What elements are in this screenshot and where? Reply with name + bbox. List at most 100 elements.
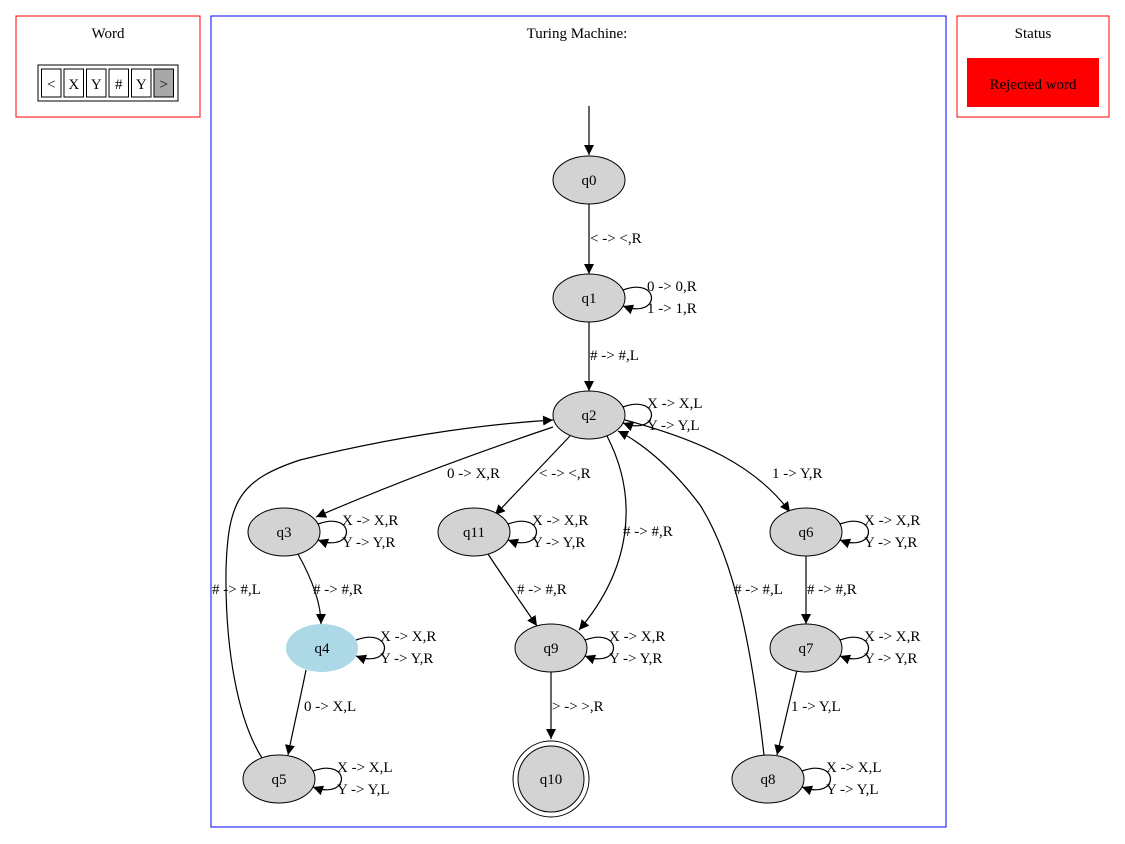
state-label: q9 xyxy=(544,641,559,657)
transition-q6-q6: X -> X,R Y -> Y,R xyxy=(839,513,920,551)
transition-arrow xyxy=(225,415,554,759)
transition-arrow xyxy=(617,430,765,756)
transition-label: X -> X,R xyxy=(864,513,920,529)
transition-label: X -> X,L xyxy=(826,760,882,776)
state-ellipse xyxy=(552,155,626,205)
transition-label: # -> #,L xyxy=(590,348,639,364)
tape-cell: X xyxy=(63,68,84,98)
transition-label: # -> #,R xyxy=(623,524,673,540)
transition-label: X -> X,R xyxy=(380,629,436,645)
transition-q3-q3: X -> X,R Y -> Y,R xyxy=(317,513,398,551)
state-ellipse xyxy=(731,754,805,804)
status-panel-frame xyxy=(956,15,1110,118)
transition-q5-q2: # -> #,L xyxy=(212,415,554,759)
transition-arrow xyxy=(774,669,798,756)
transition-label: 1 -> 1,R xyxy=(647,301,697,317)
transition-q2-q2: X -> X,L Y -> Y,L xyxy=(622,396,703,434)
transition-label: X -> X,L xyxy=(647,396,703,412)
transition-label: # -> #,R xyxy=(517,582,567,598)
transition-label: 1 -> Y,R xyxy=(772,466,823,482)
transition-edges: < -> <,R 0 -> 0,R 1 -> 1,R # -> #,L X -> X,L… xyxy=(212,106,920,798)
transition-arrow xyxy=(622,286,653,315)
tape-cell-box xyxy=(131,68,152,98)
transition-label: X -> X,R xyxy=(864,629,920,645)
transition-q1-q2: # -> #,L xyxy=(584,322,639,391)
transition-q4-q4: X -> X,RY -> Y,R xyxy=(355,629,436,667)
transition-label: # -> #,R xyxy=(807,582,857,598)
word-panel-title: Word xyxy=(92,26,125,42)
transition-q9-q9: X -> X,RY -> Y,R xyxy=(584,629,665,667)
transition-arrow xyxy=(839,520,870,549)
state-label: q10 xyxy=(540,772,563,788)
state-ellipse xyxy=(769,623,843,673)
state-q1: q1 xyxy=(552,273,626,323)
tape-cell-box xyxy=(108,68,129,98)
accepting-ring xyxy=(512,740,590,818)
status-box xyxy=(967,58,1099,107)
transition-label: Y -> Y,R xyxy=(342,535,395,551)
machine-panel: Turing Machine: < -> <,R 0 -> 0,R 1 -> 1,R… xyxy=(210,15,947,828)
machine-panel-frame xyxy=(210,15,947,828)
transition-label: < -> <,R xyxy=(539,466,591,482)
transition-label: Y -> Y,R xyxy=(532,535,585,551)
transition-q4-q5: 0 -> X,L xyxy=(285,669,356,756)
transition-arrow xyxy=(624,419,791,513)
transition-label: X -> X,R xyxy=(342,513,398,529)
state-q6: q6 xyxy=(769,507,843,557)
transition-label: Y -> Y,R xyxy=(609,651,662,667)
state-q5: q5 xyxy=(242,754,316,804)
tape-cell-box xyxy=(86,68,107,98)
tape-cell-symbol: X xyxy=(68,77,79,93)
tape-cell: < xyxy=(41,68,62,98)
tape-cell-symbol: # xyxy=(115,77,123,93)
state-ellipse xyxy=(242,754,316,804)
tape-cell: Y xyxy=(131,68,152,98)
transition-arrow xyxy=(494,435,571,516)
state-q2: q2 xyxy=(552,390,626,440)
transition-q11-q11: X -> X,RY -> Y,R xyxy=(507,513,588,551)
machine-panel-title: Turing Machine: xyxy=(527,26,628,42)
state-label: q3 xyxy=(277,525,292,541)
transition-arrow xyxy=(507,520,538,549)
transition-q0-q1: < -> <,R xyxy=(584,204,642,274)
transition-label: 0 -> 0,R xyxy=(647,279,697,295)
state-q0: q0 xyxy=(552,155,626,205)
transition-q7-q7: X -> X,R Y -> Y,R xyxy=(839,629,920,667)
state-ellipse xyxy=(552,273,626,323)
word-panel-frame xyxy=(15,15,201,118)
state-q8: q8 xyxy=(731,754,805,804)
transition-q2-q9: # -> #,R xyxy=(578,435,673,631)
state-q4: q4 xyxy=(286,624,358,672)
state-ellipse xyxy=(552,390,626,440)
transition-q1-q1: 0 -> 0,R 1 -> 1,R xyxy=(622,279,697,317)
status-panel-title: Status xyxy=(1015,26,1052,42)
state-ellipse xyxy=(247,507,321,557)
status-message: Rejected word xyxy=(989,77,1077,93)
transition-arrow xyxy=(801,767,832,796)
tape-outer-frame xyxy=(37,64,179,102)
transition-arrow xyxy=(839,636,870,665)
state-q9: q9 xyxy=(514,623,588,673)
transition-arrow xyxy=(355,636,386,665)
transition-arrow xyxy=(315,426,554,518)
transition-arrow xyxy=(297,553,326,625)
tape-cell: # xyxy=(108,68,129,98)
transition-label: Y -> Y,R xyxy=(864,535,917,551)
tape-cell: > xyxy=(153,68,174,98)
state-label: q2 xyxy=(582,408,597,424)
transition-label: Y -> Y,R xyxy=(864,651,917,667)
transition-label: Y -> Y,L xyxy=(647,418,700,434)
state-ellipse xyxy=(769,507,843,557)
transition-label: Y -> Y,L xyxy=(337,782,390,798)
tape-cell-box xyxy=(153,68,174,98)
tape-cell-symbol: Y xyxy=(136,77,147,93)
state-ellipse xyxy=(437,507,511,557)
state-ellipse xyxy=(514,623,588,673)
tape-cell-box xyxy=(63,68,84,98)
state-label: q0 xyxy=(582,173,597,189)
state-ellipse xyxy=(286,624,358,672)
transition-q3-q4: # -> #,R xyxy=(297,553,363,625)
